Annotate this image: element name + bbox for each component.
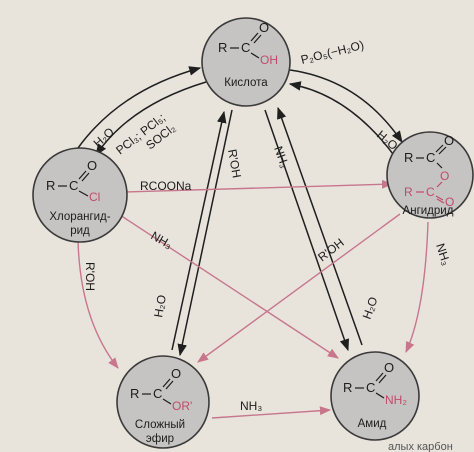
chloride-formula-r: R: [46, 178, 55, 193]
anhydride-name: Ангидрид: [403, 205, 454, 217]
arrow-acid-to-anhydride: [289, 69, 403, 143]
amide-formula-o: O: [384, 360, 394, 375]
arrow-acid-to-amide: [264, 109, 350, 352]
reagent-chloride-to-ester: R'OH: [83, 262, 97, 291]
anhydride-formula-o-bot: O: [445, 195, 454, 209]
acid-formula-o: O: [259, 20, 269, 35]
acid-formula-c: C: [241, 40, 250, 55]
anhydride-formula-o-top: O: [444, 133, 454, 148]
ester-name-line2: эфир: [146, 433, 174, 445]
node-amide: R C O NH₂ Амид: [330, 351, 420, 441]
reagent-chloride-to-anhydride: RCOONa: [140, 179, 192, 193]
node-acid: R C O OH Кислота: [201, 17, 291, 107]
reagent-amide-to-acid: H₂O: [360, 295, 381, 321]
arrow-anhydride-to-acid: [288, 81, 397, 159]
node-chloride: R C O Cl Хлорангид- рид: [32, 147, 128, 243]
arrow-chloride-to-amide: [119, 214, 339, 359]
chloride-name-line2: рид: [70, 225, 90, 237]
arrow-chloride-to-anhydride: [125, 179, 394, 193]
ester-name-line1: Сложный: [135, 419, 185, 431]
anhydride-formula-r2: R: [404, 185, 413, 199]
acid-formula-oh: OH: [260, 53, 278, 67]
amide-formula-nh2: NH₂: [385, 393, 407, 407]
arrow-acid-to-chloride: [95, 81, 207, 156]
reagent-acid-to-amide: NH₃: [271, 144, 292, 170]
ester-formula-c: C: [153, 386, 162, 401]
reagent-anhydride-to-ester: R'OH: [315, 235, 346, 264]
node-ester: R C O OR' Сложный эфир: [116, 355, 210, 449]
arrow-amide-to-acid: [277, 106, 363, 346]
arrow-anhydride-to-ester: [197, 213, 401, 363]
ester-formula-or: OR': [172, 399, 192, 413]
arrow-ester-to-acid: [171, 110, 227, 351]
arrow-acid-to-ester: [177, 109, 233, 357]
acid-formula-r: R: [218, 40, 227, 55]
anhydride-formula-o-mid: O: [440, 169, 449, 183]
reagent-ester-to-acid: H₂O: [151, 294, 169, 319]
reagent-acid-to-ester: R'OH: [225, 148, 244, 179]
amide-name: Амид: [358, 418, 387, 430]
arrow-chloride-to-acid: [77, 66, 202, 149]
anhydride-formula-c: C: [426, 150, 435, 165]
ester-formula-r: R: [130, 386, 139, 401]
chloride-name-line1: Хлорангид-: [49, 211, 110, 223]
ester-formula-o: O: [171, 366, 181, 381]
chloride-formula-cl: Cl: [89, 190, 100, 204]
amide-formula-r: R: [343, 380, 352, 395]
amide-formula-c: C: [366, 380, 375, 395]
anhydride-formula-c2: C: [426, 185, 435, 199]
reagent-ester-to-amide: NH₃: [240, 399, 262, 413]
arrow-ester-to-amide: [211, 406, 332, 419]
reagent-acid-to-anhydride: P₂O₅(−H₂O): [299, 38, 365, 67]
acid-name: Кислота: [224, 77, 268, 89]
arrow-chloride-to-ester: [77, 239, 119, 369]
anhydride-formula-r: R: [404, 150, 413, 165]
reagent-anhydride-to-amide: NH₃: [433, 242, 453, 268]
arrow-anhydride-to-amide: [405, 221, 429, 354]
node-anhydride: R C O O R C O Ангидрид: [386, 131, 474, 219]
chloride-formula-o: O: [87, 158, 97, 173]
footer-fragment: алых карбон: [388, 441, 453, 452]
chloride-formula-c: C: [69, 178, 78, 193]
